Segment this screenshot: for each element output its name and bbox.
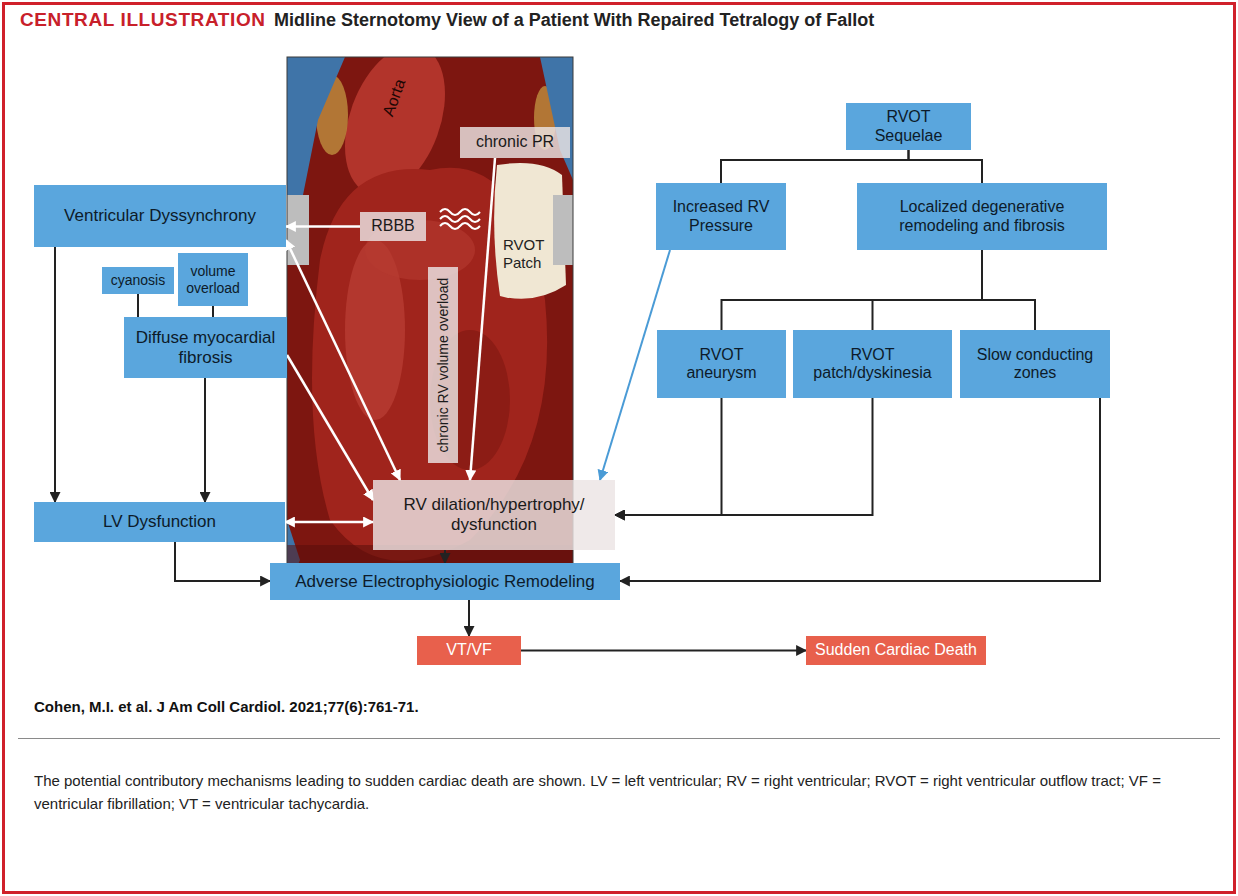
process-box: Increased RV Pressure [656, 183, 786, 250]
process-box: Localized degenerative remodeling and fi… [857, 183, 1107, 250]
node-text: volume overload [186, 263, 240, 295]
connector-arrow [620, 398, 1100, 581]
figure-title: Midline Sternotomy View of a Patient Wit… [274, 10, 874, 32]
node-text: RVOT aneurysm [665, 346, 778, 383]
node-text: VT/VF [446, 641, 491, 659]
node-text: Diffuse myocardial fibrosis [132, 328, 279, 367]
node-text: Slow conducting zones [968, 346, 1102, 383]
connector-arrow [615, 398, 722, 515]
node-text: Adverse Electrophysiologic Remodeling [295, 572, 595, 592]
node-text: chronic PR [476, 133, 554, 151]
factor-box: cyanosis [102, 267, 174, 294]
anatomy-label: RVOT Patch [503, 236, 561, 272]
connector-arrow [287, 355, 373, 500]
node-text: LV Dysfunction [103, 512, 216, 532]
surgical-drape [540, 57, 573, 180]
process-box: Diffuse myocardial fibrosis [124, 317, 287, 378]
connector-arrow [909, 150, 983, 183]
connector-arrow [212, 306, 214, 317]
connector-arrow [286, 225, 360, 228]
connector-arrow [444, 550, 446, 563]
node-text: Ventricular Dyssynchrony [64, 206, 256, 226]
connector-arrow [204, 378, 206, 502]
node-text: Increased RV Pressure [664, 198, 778, 235]
node-text: Sudden Cardiac Death [815, 641, 977, 659]
connector-arrow [470, 158, 495, 480]
outcome-box: VT/VF [417, 636, 521, 665]
connector-arrow [285, 521, 373, 524]
node-text: RBBB [371, 217, 415, 235]
retractor [287, 195, 309, 265]
process-box: LV Dysfunction [34, 502, 285, 542]
connector-arrow [175, 542, 270, 581]
connector-arrow [721, 150, 909, 183]
process-box: Slow conducting zones [960, 330, 1110, 398]
node-text: RV dilation/hypertrophy/ dysfunction [381, 495, 607, 534]
connector-arrow [722, 250, 983, 330]
connector-arrow [521, 650, 806, 652]
node-text: RVOT Sequelae [854, 108, 963, 145]
process-box: RVOT aneurysm [657, 330, 786, 398]
node-text: chronic RV volume overload [435, 278, 451, 453]
connector-arrow [286, 240, 400, 480]
process-box: RVOT patch/dyskinesia [793, 330, 952, 398]
citation: Cohen, M.I. et al. J Am Coll Cardiol. 20… [34, 698, 934, 716]
figure-tag: CENTRAL ILLUSTRATION [20, 9, 266, 32]
connector-arrow [468, 600, 470, 636]
factor-box: volume overload [178, 253, 248, 306]
connector-arrow [982, 250, 1035, 330]
connector-arrow [873, 250, 983, 330]
outcome-box: Sudden Cardiac Death [806, 636, 986, 665]
node-text: RVOT patch/dyskinesia [801, 346, 944, 383]
figure-caption: The potential contributory mechanisms le… [34, 770, 1204, 815]
connector-arrow [615, 398, 873, 515]
connector-arrow [54, 247, 56, 502]
valve-symbol [440, 223, 480, 229]
valve-symbol [440, 216, 480, 222]
valve-symbol [440, 209, 480, 215]
divider-line [18, 738, 1220, 739]
node-text: cyanosis [111, 272, 165, 288]
node-text: Localized degenerative remodeling and fi… [865, 198, 1099, 235]
overlay-box: RBBB [360, 212, 426, 241]
header-box: RVOT Sequelae [846, 103, 971, 150]
process-box: Adverse Electrophysiologic Remodeling [270, 563, 620, 600]
overlay-box: chronic RV volume overload [428, 267, 458, 463]
anatomy-label: Aorta [374, 64, 414, 131]
process-box: Ventricular Dyssynchrony [34, 185, 286, 247]
overlay-box: chronic PR [460, 127, 570, 158]
overlay-box: RV dilation/hypertrophy/ dysfunction [373, 480, 615, 550]
retractor [553, 195, 573, 265]
connector-arrow [137, 294, 139, 317]
surgical-drape [287, 57, 345, 215]
